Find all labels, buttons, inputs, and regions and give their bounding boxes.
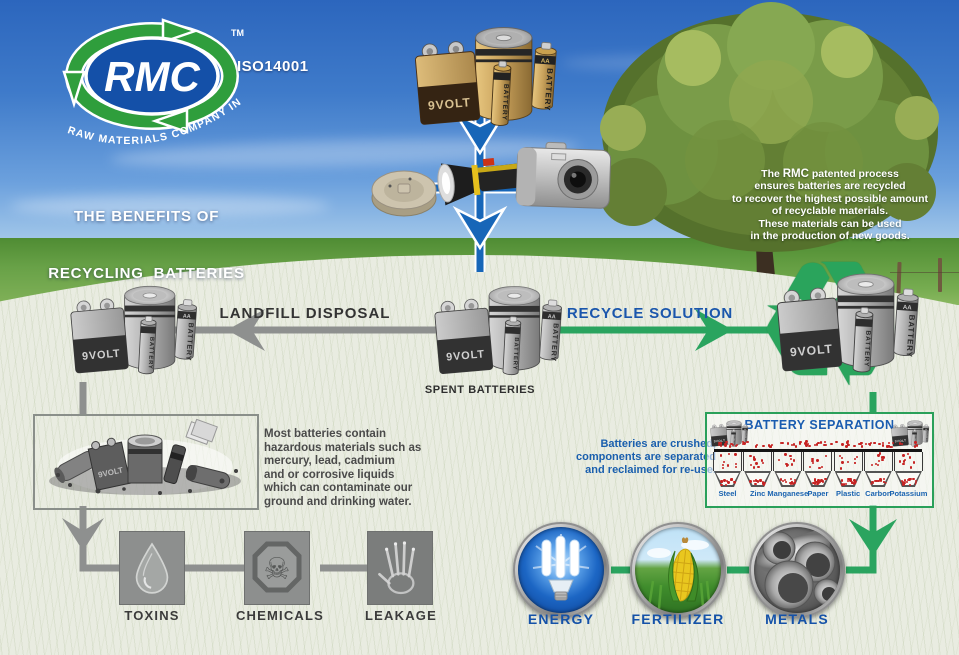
landfill-pile-box: 9VOLT xyxy=(33,414,259,510)
separation-bin: Potassium xyxy=(894,452,923,498)
bin-label: Carbon xyxy=(865,489,891,498)
cfl-bulb-icon xyxy=(531,534,591,606)
bin-label: Plastic xyxy=(836,489,860,498)
separation-bin: Paper xyxy=(803,452,832,498)
bin-label: Potassium xyxy=(889,489,927,498)
hazard-paragraph: Most batteries contain hazardous materia… xyxy=(264,428,444,510)
leakage-tile xyxy=(367,531,433,605)
metals-label: METALS xyxy=(727,611,867,627)
hazard-line: and or corrosive liquids xyxy=(264,469,444,483)
conveyor-particles xyxy=(715,440,921,449)
intro-line: of recyclable materials. xyxy=(722,205,938,217)
recycle-batteries xyxy=(772,258,922,380)
hazard-line: ground and drinking water. xyxy=(264,496,444,510)
separation-bin: Plastic xyxy=(834,452,863,498)
intro-line: to recover the highest possible amount xyxy=(722,193,938,205)
landfill-disposal-label: LANDFILL DISPOSAL xyxy=(210,305,400,322)
crush-line: and reclaimed for re-use. xyxy=(548,464,716,477)
bin-label: Steel xyxy=(719,489,737,498)
landfill-batteries xyxy=(66,272,200,381)
intro-line: ensures batteries are recycled xyxy=(722,180,938,192)
separation-bins: SteelZincManganesePaperPlasticCarbonPota… xyxy=(713,452,923,498)
metals-circle xyxy=(749,522,845,618)
chemicals-tile: ☠ xyxy=(244,531,310,605)
crush-line: components are separated xyxy=(548,451,716,464)
hazard-line: which can contaminate our xyxy=(264,482,444,496)
separation-bin: Carbon xyxy=(864,452,893,498)
corn-icon xyxy=(643,531,713,609)
iso-certification: ISO14001 xyxy=(237,58,309,75)
hazard-line: hazardous materials such as xyxy=(264,442,444,456)
energy-circle xyxy=(513,522,609,618)
camera xyxy=(514,136,617,215)
toxins-tile xyxy=(119,531,185,605)
spent-batteries-label: SPENT BATTERIES xyxy=(415,384,545,396)
crush-paragraph: Batteries are crushed, components are se… xyxy=(548,438,716,477)
svg-text:☠: ☠ xyxy=(264,552,291,587)
battery-separation-box: BATTERY SEPARATION SteelZincManganesePap… xyxy=(705,412,934,508)
leakage-label: LEAKAGE xyxy=(331,608,471,623)
new-batteries xyxy=(410,10,560,135)
rmc-logo: RMC TM RAW MATERIALS COMPANY INC. xyxy=(55,14,255,174)
intro-line: The RMC patented process xyxy=(722,168,938,180)
hazard-line: mercury, lead, cadmium xyxy=(264,455,444,469)
water-drop-icon xyxy=(128,538,176,598)
hazard-line: Most batteries contain xyxy=(264,428,444,442)
title-line-1: THE BENEFITS OF xyxy=(34,207,259,226)
xray-hand-icon xyxy=(375,537,425,599)
separation-bin: Manganese xyxy=(773,452,802,498)
metal-pipes-icon xyxy=(757,530,837,610)
spent-batteries xyxy=(430,272,565,382)
recycle-solution-label: RECYCLE SOLUTION xyxy=(560,305,740,322)
logo-text: RMC xyxy=(104,53,200,100)
separation-bin: Steel xyxy=(713,452,742,498)
fertilizer-circle xyxy=(630,522,726,618)
battery-pile: 9VOLT xyxy=(40,419,250,503)
bin-label: Zinc xyxy=(750,489,765,498)
bin-label: Paper xyxy=(808,489,829,498)
chemicals-label: CHEMICALS xyxy=(210,608,350,623)
bin-label: Manganese xyxy=(767,489,808,498)
toxins-label: TOXINS xyxy=(82,608,222,623)
smoke-detector xyxy=(368,164,440,220)
skull-crossbones-icon: ☠ xyxy=(249,538,305,598)
crush-line: Batteries are crushed, xyxy=(548,438,716,451)
brand-name: RMC xyxy=(783,168,809,180)
trademark-text: TM xyxy=(231,28,244,38)
